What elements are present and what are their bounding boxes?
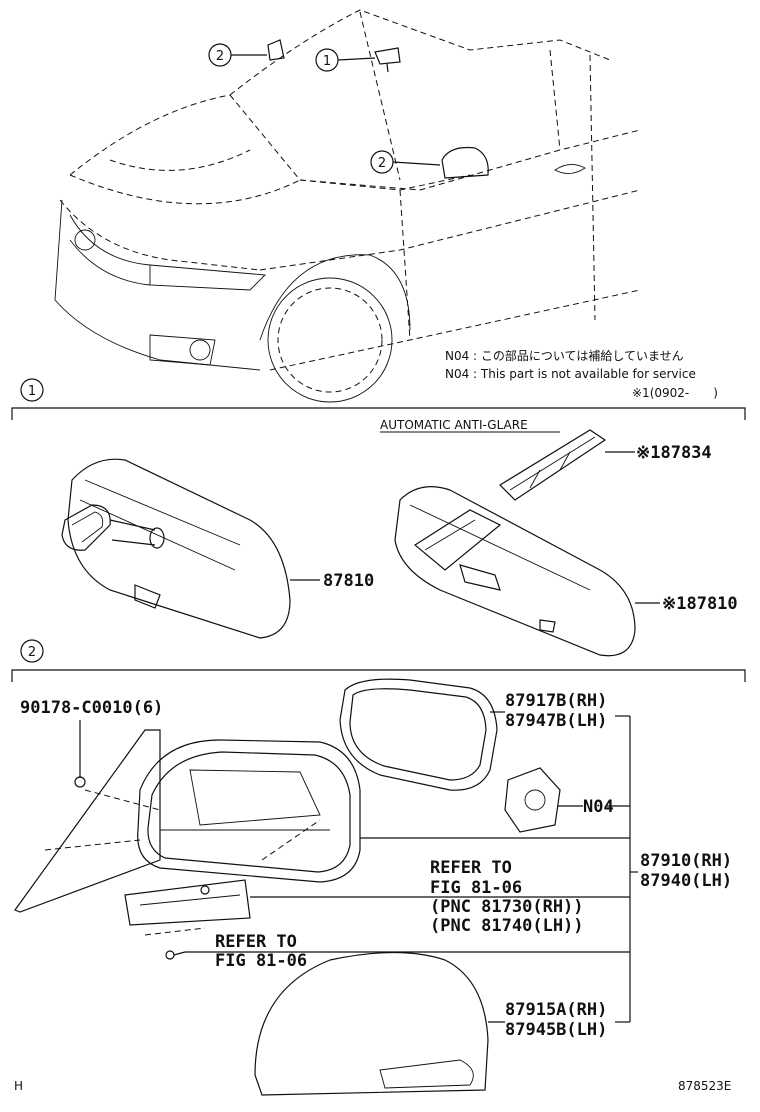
turn-signal-lamp	[124, 879, 251, 936]
actuator-n04	[504, 767, 561, 833]
section-2-callout: 2	[28, 645, 36, 660]
rearview-mirror-auto-87810	[394, 429, 636, 657]
mirror-housing	[137, 739, 361, 883]
label-refer-1d: (PNC 81740(LH))	[430, 916, 584, 936]
rearview-mirror-87810	[61, 458, 291, 639]
section-2-bracket	[11, 669, 746, 682]
footer-left: H	[14, 1079, 23, 1093]
label-assy-rh: 87910(RH)	[640, 851, 732, 871]
section-1-bracket	[11, 407, 746, 420]
label-glass-rh: 87917B(RH)	[505, 691, 607, 711]
label-cover-lh: 87945B(LH)	[505, 1020, 607, 1040]
note-line-1: N04 : この部品については補給していません	[445, 348, 684, 363]
label-87834: ※187834	[636, 443, 712, 463]
label-87810: 87810	[323, 571, 374, 591]
label-refer-1a: REFER TO	[430, 858, 512, 878]
footer-code: 878523E	[678, 1079, 731, 1093]
label-assy-lh: 87940(LH)	[640, 871, 732, 891]
label-refer-1b: FIG 81-06	[430, 878, 522, 898]
note-line-2: N04 : This part is not available for ser…	[445, 367, 696, 381]
car-callout-1: 1	[323, 54, 331, 69]
label-glass-lh: 87947B(LH)	[505, 711, 607, 731]
label-n04: N04	[583, 797, 614, 817]
mirror-cover	[254, 951, 489, 1096]
car-callout-2a: 2	[216, 49, 224, 64]
label-87810-auto: ※187810	[662, 594, 738, 614]
mirror-glass	[339, 678, 498, 791]
car-illustration: 2 1 2	[54, 9, 641, 403]
note-line-3: ※1(0902- )	[632, 386, 718, 400]
label-refer-2b: FIG 81-06	[215, 951, 307, 971]
subheading-anti-glare: AUTOMATIC ANTI-GLARE	[380, 418, 528, 432]
section-1-callout: 1	[28, 384, 36, 399]
door-mounting-plate	[14, 729, 161, 913]
car-callout-2b: 2	[378, 156, 386, 171]
label-cover-rh: 87915A(RH)	[505, 1000, 607, 1020]
label-refer-1c: (PNC 81730(RH))	[430, 897, 584, 917]
label-screw: 90178-C0010(6)	[20, 698, 163, 718]
label-refer-2a: REFER TO	[215, 932, 297, 952]
